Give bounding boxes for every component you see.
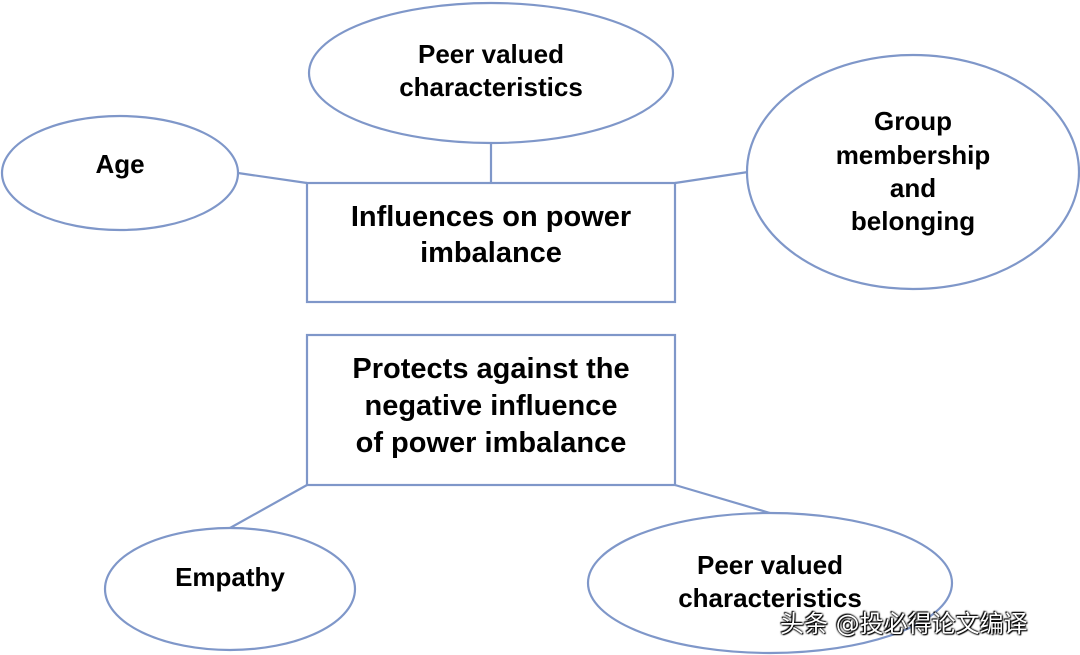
peer-valued-bottom-line-2: characteristics [678, 583, 862, 613]
connector-bottom-box-empathy [229, 484, 308, 529]
influences-box: Influences on power imbalance [305, 181, 677, 304]
peer-valued-bottom-line-1: Peer valued [697, 550, 843, 580]
connector-bottom-box-peer [674, 483, 771, 515]
empathy-node: Empathy [103, 526, 357, 652]
age-node-label: Age [95, 149, 144, 179]
group-membership-line-1: Group [874, 106, 952, 136]
group-membership-line-3: and [890, 173, 936, 203]
peer-valued-bottom-node: Peer valued characteristics [586, 511, 954, 655]
group-membership-line-4: belonging [851, 206, 975, 236]
age-node: Age [0, 114, 240, 232]
protects-box-line-3: of power imbalance [356, 427, 627, 459]
group-membership-node: Group membership and belonging [745, 53, 1080, 291]
protects-box-line-1: Protects against the [352, 353, 629, 385]
watermark-text: 头条 @投必得论文编译 [780, 610, 1028, 638]
influences-box-line-2: imbalance [420, 237, 562, 269]
protects-box-line-2: negative influence [364, 390, 617, 422]
peer-valued-top-node: Peer valued characteristics [307, 1, 675, 145]
connector-age-top-box [237, 171, 308, 185]
connector-group-top-box [674, 170, 749, 185]
empathy-node-label: Empathy [175, 562, 285, 592]
group-membership-line-2: membership [836, 140, 991, 170]
influences-box-line-1: Influences on power [351, 201, 631, 233]
peer-valued-top-line-1: Peer valued [418, 39, 564, 69]
protects-box: Protects against the negative influence … [305, 333, 677, 487]
peer-valued-top-line-2: characteristics [399, 72, 583, 102]
